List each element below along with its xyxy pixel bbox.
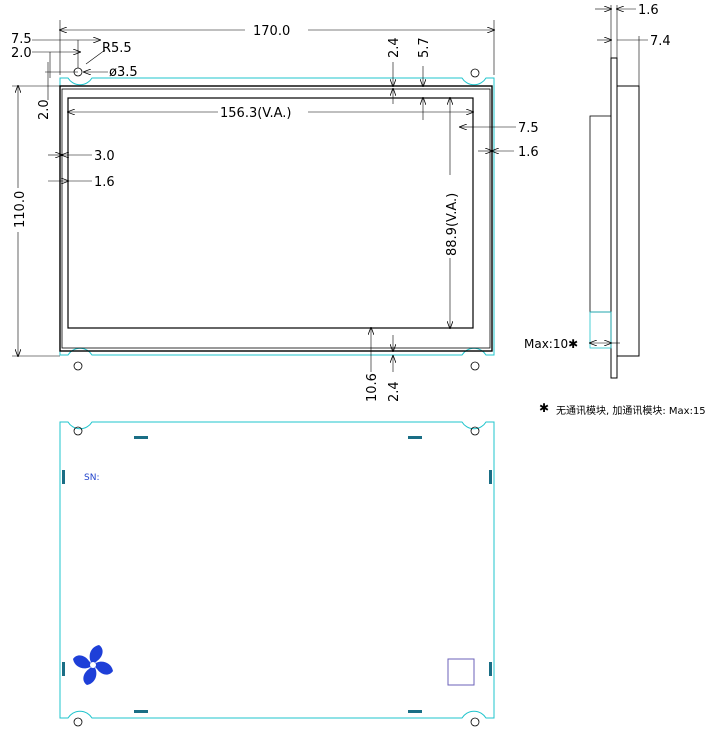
back-view: SN:	[59, 421, 495, 727]
dim-bottom-gap-a: 10.6	[365, 373, 380, 402]
dim-top-gap-a: 2.4	[387, 37, 402, 58]
tab-right-bottom	[489, 662, 492, 676]
mount-hole-br	[470, 361, 480, 371]
dim-hole-diameter: ø3.5	[109, 65, 138, 80]
tab-top-left	[134, 436, 148, 439]
logo-pinwheel	[73, 645, 113, 685]
note-text: 无通讯模块, 加通讯模块: Max:15	[556, 405, 706, 417]
back-pcb-outline	[59, 421, 495, 719]
dim-right-offset-b: 1.6	[518, 145, 539, 160]
label-box	[447, 658, 475, 686]
tab-bottom-right	[408, 710, 422, 713]
dim-va-width: 156.3(V.A.)	[220, 106, 292, 121]
dim-left-offset-b: 1.6	[94, 175, 115, 190]
tab-top-right	[408, 436, 422, 439]
dim-overall-height: 110.0	[13, 191, 28, 228]
dim-side-thickness-a: 1.6	[638, 3, 659, 18]
dim-overall-width: 170.0	[253, 24, 290, 39]
dim-hole-offset-y-side: 2.0	[37, 99, 52, 120]
side-module	[589, 311, 612, 349]
dim-corner-radius: R5.5	[102, 41, 132, 56]
back-hole-tl	[73, 426, 83, 436]
tab-right-top	[489, 470, 492, 484]
back-hole-br	[470, 717, 480, 727]
viewing-area	[67, 97, 474, 329]
mount-hole-bl	[73, 361, 83, 371]
dim-hole-offset-x: 7.5	[11, 32, 32, 47]
side-view: 1.6 7.4 Max:10✱	[524, 3, 671, 379]
lcd-bezel	[59, 85, 493, 352]
note-star: ✱	[539, 401, 549, 415]
side-pcb	[610, 57, 618, 379]
dim-left-offset-a: 3.0	[94, 149, 115, 164]
lcd-outer-glass	[61, 88, 491, 349]
side-backlight	[589, 115, 612, 313]
tab-left-top	[62, 470, 65, 484]
front-view: 170.0 7.5 2.0 R5.5 ø3.5 2.0 110.0 156.3(…	[11, 20, 539, 402]
dim-top-gap-b: 5.7	[417, 37, 432, 58]
tab-bottom-left	[134, 710, 148, 713]
dim-va-height: 88.9(V.A.)	[445, 193, 460, 256]
side-lcd	[616, 85, 640, 357]
back-hole-tr	[470, 426, 480, 436]
dim-right-offset-a: 7.5	[518, 121, 539, 136]
dim-side-thickness-b: 7.4	[650, 34, 671, 49]
mount-hole-tr	[470, 68, 480, 78]
note: ✱ 无通讯模块, 加通讯模块: Max:15	[539, 401, 706, 417]
dim-side-max: Max:10✱	[524, 337, 578, 351]
back-hole-bl	[73, 717, 83, 727]
dim-hole-offset-y-top: 2.0	[11, 46, 32, 61]
sn-label: SN:	[84, 473, 99, 483]
pcb-outline	[59, 77, 495, 356]
tab-left-bottom	[62, 662, 65, 676]
dim-bottom-gap-b: 2.4	[387, 381, 402, 402]
